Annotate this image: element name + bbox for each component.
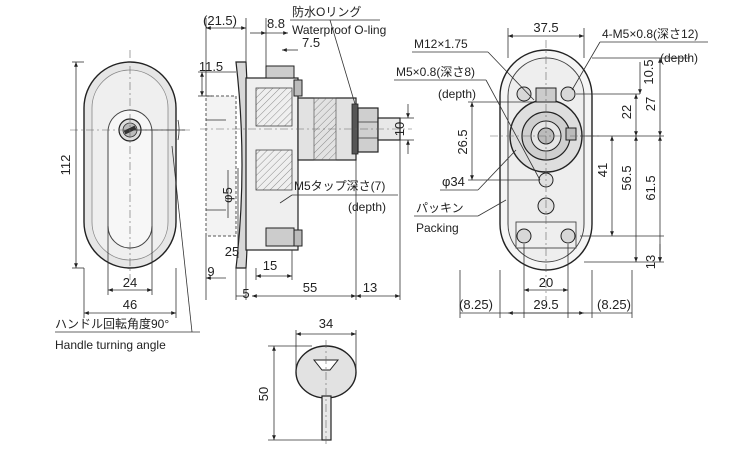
rear-screw-bl: [516, 228, 532, 244]
side-dim-15: 15: [263, 258, 277, 273]
rear-dim-61-5: 61.5: [643, 175, 658, 200]
rear-dim-27: 27: [643, 97, 658, 111]
side-dim-8-8: 8.8: [267, 16, 285, 31]
side-view: (21.5) 8.8 7.5 防水Oリング Waterproof O-ling …: [198, 4, 414, 301]
rear-dim-10-5: 10.5: [641, 59, 656, 84]
handle-angle-label-en: Handle turning angle: [55, 338, 166, 352]
key-blade: [321, 395, 332, 441]
front-slot-width-dim: 24: [123, 275, 137, 290]
rear-screw-tl: [516, 86, 532, 102]
key-width-dim: 34: [319, 316, 333, 331]
rear-m12-label: M12×1.75: [414, 37, 468, 51]
rear-dim-8-25-right: (8.25): [597, 297, 631, 312]
front-view: 112 24 46 ハンドル回転角度90° Handle turning ang…: [55, 50, 200, 352]
tap-label-en: (depth): [348, 200, 386, 214]
oring-label-jp: 防水Oリング: [292, 4, 361, 19]
rear-dim-29-5: 29.5: [533, 297, 558, 312]
packing-label-en: Packing: [416, 221, 459, 235]
front-width-dim: 46: [123, 297, 137, 312]
side-dim-10: 10: [392, 122, 407, 136]
rear-4m5-label-jp: 4-M5×0.8(深さ12): [602, 27, 698, 41]
rear-m5-label-en: (depth): [438, 87, 476, 101]
rear-dim-37-5: 37.5: [533, 20, 558, 35]
key-view: 34 50: [256, 316, 357, 446]
rear-screw-br: [560, 228, 576, 244]
rear-view: 37.5 M12×1.75 M5×0.8(深さ8) (depth) 4-M5×0…: [394, 20, 708, 318]
tap-label-jp: M5タップ深さ(7): [294, 179, 385, 193]
rear-screw-tr: [560, 86, 576, 102]
front-height-dim: 112: [58, 155, 73, 176]
side-dim-25: 25: [225, 244, 239, 259]
rear-dim-phi34: φ34: [442, 174, 465, 189]
side-dim-13: 13: [363, 280, 377, 295]
oring-label-en: Waterproof O-ling: [292, 23, 386, 37]
rear-m5-label-jp: M5×0.8(深さ8): [396, 65, 475, 79]
rear-dim-20: 20: [539, 275, 553, 290]
side-nut: [357, 107, 379, 153]
rear-dim-13: 13: [643, 255, 658, 269]
side-dim-11-5: 11.5: [199, 59, 223, 74]
side-dim-5: 5: [242, 286, 249, 301]
side-dim-phi5: φ5: [220, 187, 235, 203]
rear-dim-41: 41: [595, 163, 610, 177]
rear-dim-8-25-left: (8.25): [459, 297, 493, 312]
rear-dim-26-5: 26.5: [455, 129, 470, 154]
rear-dim-56-5: 56.5: [619, 165, 634, 190]
side-dim-7-5: 7.5: [302, 35, 320, 50]
side-dim-55: 55: [303, 280, 317, 295]
side-dim-9: 9: [207, 264, 214, 279]
side-dim-21-5: (21.5): [203, 13, 237, 28]
handle-angle-label-jp: ハンドル回転角度90°: [55, 316, 169, 331]
key-length-dim: 50: [256, 387, 271, 401]
packing-label-jp: パッキン: [416, 201, 464, 215]
rear-dim-22: 22: [619, 105, 634, 119]
